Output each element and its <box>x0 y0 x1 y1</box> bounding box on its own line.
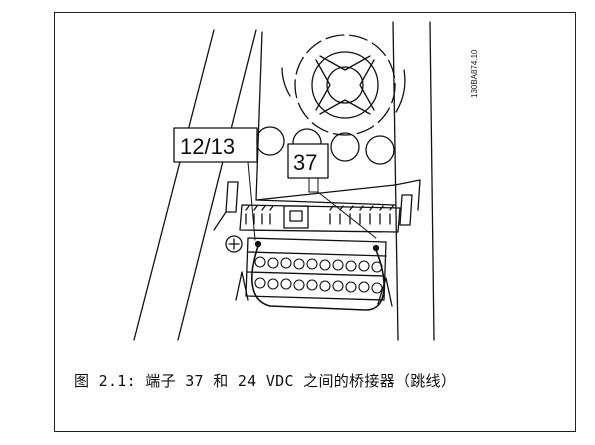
terminal-screws-top-row <box>254 256 383 273</box>
figure-caption: 图 2.1: 端子 37 和 24 VDC 之间的桥接器（跳线） <box>74 372 457 390</box>
terminal-block <box>245 237 387 301</box>
left-pin-group <box>245 205 274 225</box>
label-box-37: 37 <box>287 143 329 179</box>
figure-frame <box>54 12 576 432</box>
usb-port <box>283 205 309 229</box>
label-box-12-13: 12/13 <box>173 127 258 163</box>
upper-connector <box>239 204 401 233</box>
leader-lines <box>247 161 377 241</box>
label-37-text: 37 <box>293 150 317 175</box>
right-pin-group <box>329 205 394 225</box>
left-latch <box>213 181 239 231</box>
terminal-screws-bottom-row <box>254 277 383 294</box>
ground-screw <box>225 235 243 253</box>
drawing-code: 130BA874.10 <box>470 49 479 99</box>
drive-housing <box>133 21 435 341</box>
mounting-bracket <box>235 271 393 307</box>
label-12-13-text: 12/13 <box>180 134 235 159</box>
jumper-wire <box>251 245 385 311</box>
right-latch <box>399 194 413 226</box>
keypad <box>281 34 406 136</box>
